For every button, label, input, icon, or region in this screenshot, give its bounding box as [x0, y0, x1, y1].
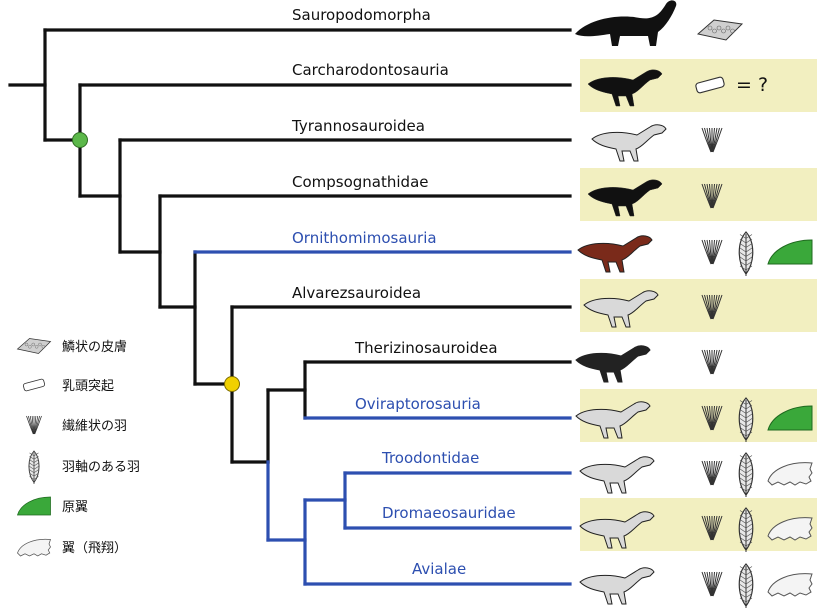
scale-skin-icon — [698, 20, 742, 40]
scale-skin-icon — [18, 339, 51, 354]
legend-label-fiber-feather: 繊維状の羽 — [62, 415, 127, 434]
taxon-label-troodontidae: Troodontidae — [382, 449, 479, 467]
dromaeosaurid-silhouette — [580, 512, 654, 548]
vaned-feather-icon — [739, 453, 753, 497]
taxon-label-therizinosauroidea: Therizinosauroidea — [355, 339, 498, 357]
protowing-icon — [768, 406, 812, 430]
legend-label-filament: 乳頭突起 — [62, 375, 114, 394]
therizinosaur-silhouette — [576, 346, 650, 382]
flight-wing-icon — [768, 574, 812, 596]
fiber-feather-icon — [702, 516, 722, 540]
protowing-icon — [768, 240, 812, 264]
taxon-label-avialae: Avialae — [412, 560, 466, 578]
legend-label-protowing: 原翼 — [62, 496, 88, 515]
oviraptorosaur-silhouette — [576, 402, 650, 438]
sauropodomorph-silhouette — [575, 0, 676, 46]
vaned-feather-icon — [739, 508, 753, 552]
ornithomimosaur-silhouette — [578, 236, 652, 272]
fiber-feather-icon — [702, 184, 722, 208]
fiber-feather-icon — [702, 461, 722, 485]
fiber-feather-icon — [702, 406, 722, 430]
troodontid-silhouette — [580, 457, 654, 493]
fiber-feather-icon — [702, 128, 722, 152]
taxon-label-alvarezsauroidea: Alvarezsauroidea — [292, 284, 421, 302]
filament-icon — [23, 379, 45, 392]
fiber-feather-icon — [702, 350, 722, 374]
fiber-feather-icon — [702, 240, 722, 264]
taxon-label-compsognathidae: Compsognathidae — [292, 173, 429, 191]
taxon-label-tyrannosauroidea: Tyrannosauroidea — [292, 117, 425, 135]
green-node-marker — [73, 133, 88, 148]
vaned-feather-icon — [739, 232, 753, 276]
fiber-feather-icon — [702, 295, 722, 319]
unknown-trait-label: = ? — [736, 74, 768, 96]
filament-icon — [695, 77, 725, 94]
vaned-feather-icon — [29, 451, 39, 484]
taxon-label-dromaeosauridae: Dromaeosauridae — [382, 504, 516, 522]
flight-wing-icon — [18, 539, 51, 556]
legend-label-vaned-feather: 羽軸のある羽 — [62, 456, 140, 475]
taxon-label-sauropodomorpha: Sauropodomorpha — [292, 6, 431, 24]
tyrannosauroid-silhouette — [592, 125, 666, 161]
compsognathid-silhouette — [588, 180, 662, 216]
avialan-silhouette — [580, 568, 654, 604]
legend-label-scale-skin: 鱗状の皮膚 — [62, 336, 127, 355]
alvarezsaur-silhouette — [584, 291, 658, 327]
taxon-label-ornithomimosauria: Ornithomimosauria — [292, 229, 437, 247]
yellow-node-marker — [225, 377, 240, 392]
taxon-label-carcharodontosauria: Carcharodontosauria — [292, 61, 449, 79]
legend-label-flight-wing: 翼（飛翔） — [62, 537, 127, 556]
protowing-icon — [18, 497, 51, 515]
flight-wing-icon — [768, 518, 812, 540]
vaned-feather-icon — [739, 398, 753, 442]
flight-wing-icon — [768, 463, 812, 485]
fiber-feather-icon — [27, 416, 42, 434]
carcharodontosaur-silhouette — [588, 70, 662, 106]
vaned-feather-icon — [739, 564, 753, 608]
taxon-label-oviraptorosauria: Oviraptorosauria — [355, 395, 481, 413]
fiber-feather-icon — [702, 572, 722, 596]
